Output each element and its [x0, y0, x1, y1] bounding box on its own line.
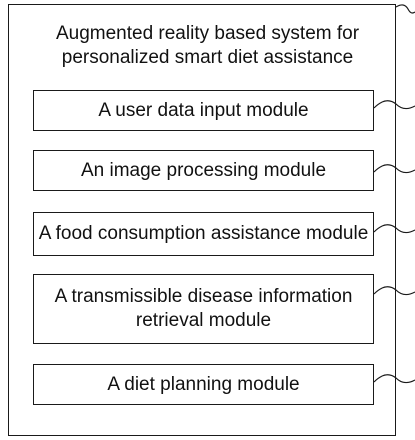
module-label-line-1: A user data input module [98, 99, 309, 121]
module-label: A transmissible disease information retr… [55, 285, 353, 333]
module-box-user-data-input: A user data input module [33, 90, 374, 131]
leader-line-system [395, 4, 415, 14]
module-box-food-consumption-assistance: A food consumption assistance module [33, 212, 374, 256]
module-box-diet-planning: A diet planning module [33, 364, 374, 405]
module-label-line-1: A food consumption assistance module [38, 223, 369, 244]
module-label-line-2: retrieval module [135, 310, 272, 331]
module-label: A food consumption assistance module [39, 222, 369, 246]
module-label-line-1: A transmissible disease information [54, 286, 353, 307]
module-label-line-1: An image processing module [80, 159, 327, 181]
module-label: A user data input module [98, 99, 308, 123]
module-box-transmissible-disease-retrieval: A transmissible disease information retr… [33, 274, 374, 344]
module-label-line-1: A diet planning module [107, 373, 300, 395]
system-title-line-2: personalized smart diet assistance [61, 47, 354, 68]
system-title: Augmented reality based system for perso… [20, 22, 395, 70]
system-outer-box [8, 4, 396, 436]
system-title-line-1: Augmented reality based system for [55, 23, 360, 44]
module-label: An image processing module [81, 159, 326, 183]
module-box-image-processing: An image processing module [33, 150, 374, 191]
module-label: A diet planning module [107, 373, 299, 397]
